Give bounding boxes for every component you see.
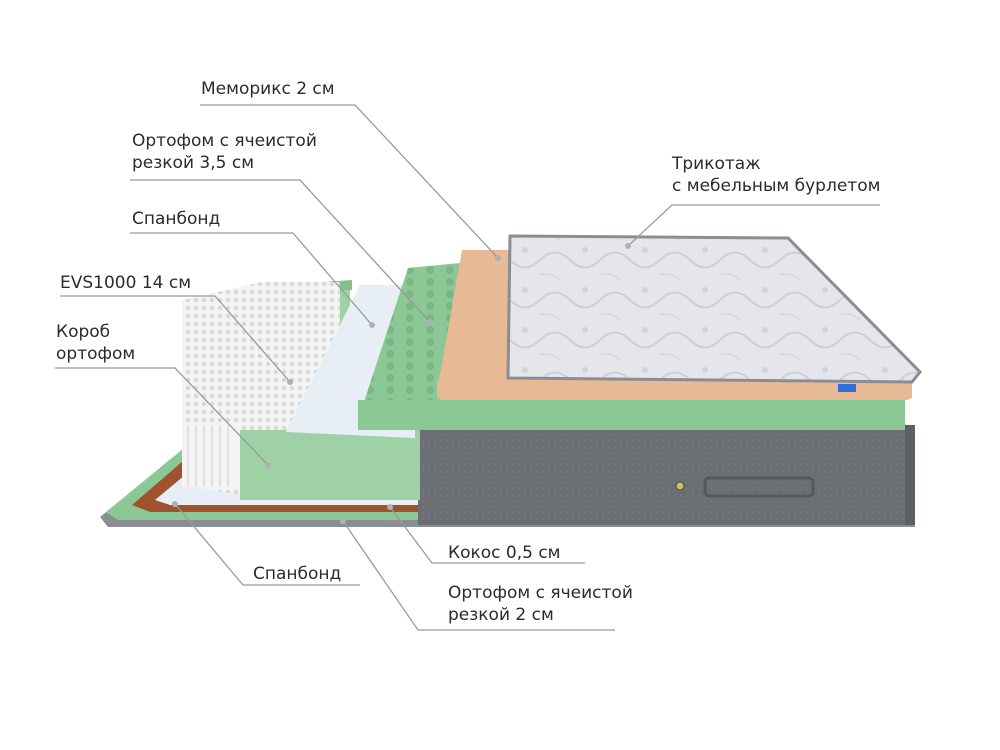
label-trikotazh: Трикотаж с мебельным бурлетом xyxy=(672,154,881,196)
label-evs: EVS1000 14 см xyxy=(60,273,192,293)
leader-lines xyxy=(55,104,880,631)
label-ortofom-top: Ортофом с ячеистой резкой 3,5 см xyxy=(132,131,317,173)
knitted-cover-layer xyxy=(506,234,923,392)
label-ortofom-bottom: Ортофом с ячеистой резкой 2 см xyxy=(448,583,633,625)
label-kokos: Кокос 0,5 см xyxy=(448,543,561,563)
spring-block xyxy=(182,282,340,495)
label-spanbond-bottom: Спанбонд xyxy=(253,564,342,584)
fabric-base xyxy=(418,425,915,525)
label-memorix: Меморикс 2 см xyxy=(201,79,335,99)
label-spanbond-top: Спанбонд xyxy=(132,209,221,229)
label-korob: Короб ортофом xyxy=(56,322,136,364)
